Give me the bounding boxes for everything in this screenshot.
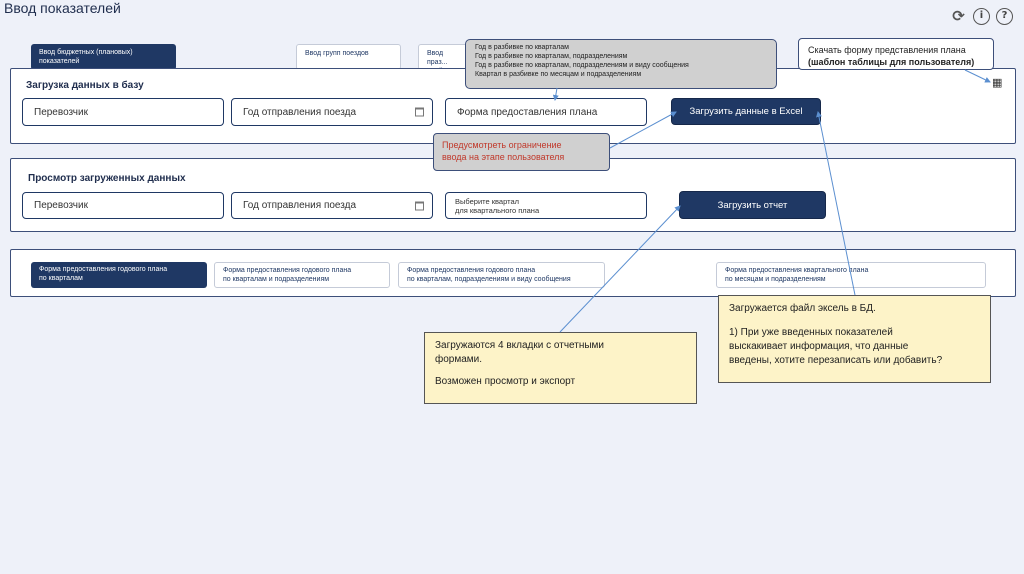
option-2: Год в разбивке по кварталам, подразделен… (475, 53, 628, 60)
form-tab-line2: по кварталам и подразделениям (223, 276, 330, 283)
excel-note-line1: Загружается файл эксель в БД. (729, 303, 876, 314)
option-1: Год в разбивке по кварталам (475, 44, 569, 51)
excel-template-icon[interactable]: ▦ (992, 76, 1003, 89)
page-title: Ввод показателей (4, 0, 121, 16)
view-quarter-select[interactable]: Выберите квартал для квартального плана (445, 192, 647, 219)
tab-holidays[interactable]: Ввод праз... дней в кал... (418, 44, 468, 70)
calendar-icon[interactable] (415, 107, 424, 117)
excel-upload-note: Загружается файл эксель в БД. 1) При уже… (718, 295, 991, 383)
upload-year-label: Год отправления поезда (243, 106, 357, 118)
form-tab-line2: по кварталам, подразделениям и виду сооб… (407, 276, 571, 283)
excel-note-line3: выскакивает информация, что данные (729, 341, 909, 352)
download-template-callout: Скачать форму представления плана (шабло… (798, 38, 994, 70)
tabs-note-line2: формами. (435, 354, 483, 365)
restriction-callout: Предусмотреть ограничение ввода на этапе… (433, 133, 610, 171)
option-3: Год в разбивке по кварталам, подразделен… (475, 62, 689, 69)
form-tab-monthly-units[interactable]: Форма предоставления квартального плана … (716, 262, 986, 288)
form-tab-line1: Форма предоставления квартального плана (725, 267, 869, 274)
view-year-picker[interactable]: Год отправления поезда (231, 192, 433, 219)
view-quarter-line1: Выберите квартал (455, 196, 519, 206)
tab-budget-indicators[interactable]: Ввод бюджетных (плановых) показателей (31, 44, 176, 70)
view-panel-title: Просмотр загруженных данных (28, 173, 186, 184)
form-tab-quarterly-units[interactable]: Форма предоставления годового плана по к… (214, 262, 390, 288)
tabs-note-line3: Возможен просмотр и экспорт (435, 376, 576, 387)
view-quarter-line2: для квартального плана (455, 205, 540, 215)
form-tab-line2: по кварталам (39, 275, 83, 282)
tabs-note: Загружаются 4 вкладки с отчетными формам… (424, 332, 697, 404)
view-year-label: Год отправления поезда (243, 200, 357, 211)
view-carrier-select[interactable]: Перевозчик (22, 192, 224, 219)
tabs-note-line1: Загружаются 4 вкладки с отчетными (435, 340, 605, 351)
form-tab-line1: Форма предоставления годового плана (407, 267, 536, 274)
upload-excel-button[interactable]: Загрузить данные в Excel (671, 98, 821, 125)
download-line1: Скачать форму представления плана (808, 45, 966, 55)
excel-note-line4: введены, хотите перезаписать или добавит… (729, 355, 943, 366)
load-report-button[interactable]: Загрузить отчет (679, 191, 826, 219)
info-icon[interactable]: i (973, 8, 990, 25)
form-tab-line1: Форма предоставления годового плана (223, 267, 352, 274)
upload-year-picker[interactable]: Год отправления поезда (231, 98, 433, 126)
form-tab-quarterly[interactable]: Форма предоставления годового плана по к… (31, 262, 207, 288)
form-options-callout: Год в разбивке по кварталам Год в разбив… (465, 39, 777, 89)
restriction-line1: Предусмотреть ограничение (442, 140, 562, 150)
refresh-icon[interactable]: ⟳ (952, 7, 965, 25)
form-tab-quarterly-units-type[interactable]: Форма предоставления годового плана по к… (398, 262, 605, 288)
download-line2: (шаблон таблицы для пользователя) (808, 57, 975, 67)
restriction-line2: ввода на этапе пользователя (442, 152, 565, 162)
upload-panel-title: Загрузка данных в базу (26, 80, 144, 91)
option-4: Квартал в разбивке по месяцам и подразде… (475, 71, 642, 78)
upload-carrier-select[interactable]: Перевозчик (22, 98, 224, 126)
upload-form-select[interactable]: Форма предоставления плана (445, 98, 647, 126)
tab-train-groups[interactable]: Ввод групп поездов (296, 44, 401, 70)
calendar-icon[interactable] (415, 201, 424, 210)
excel-note-line2: 1) При уже введенных показателей (729, 327, 893, 338)
help-icon[interactable]: ? (996, 8, 1013, 25)
form-tab-line2: по месяцам и подразделениям (725, 276, 826, 283)
form-tab-line1: Форма предоставления годового плана (39, 266, 168, 273)
